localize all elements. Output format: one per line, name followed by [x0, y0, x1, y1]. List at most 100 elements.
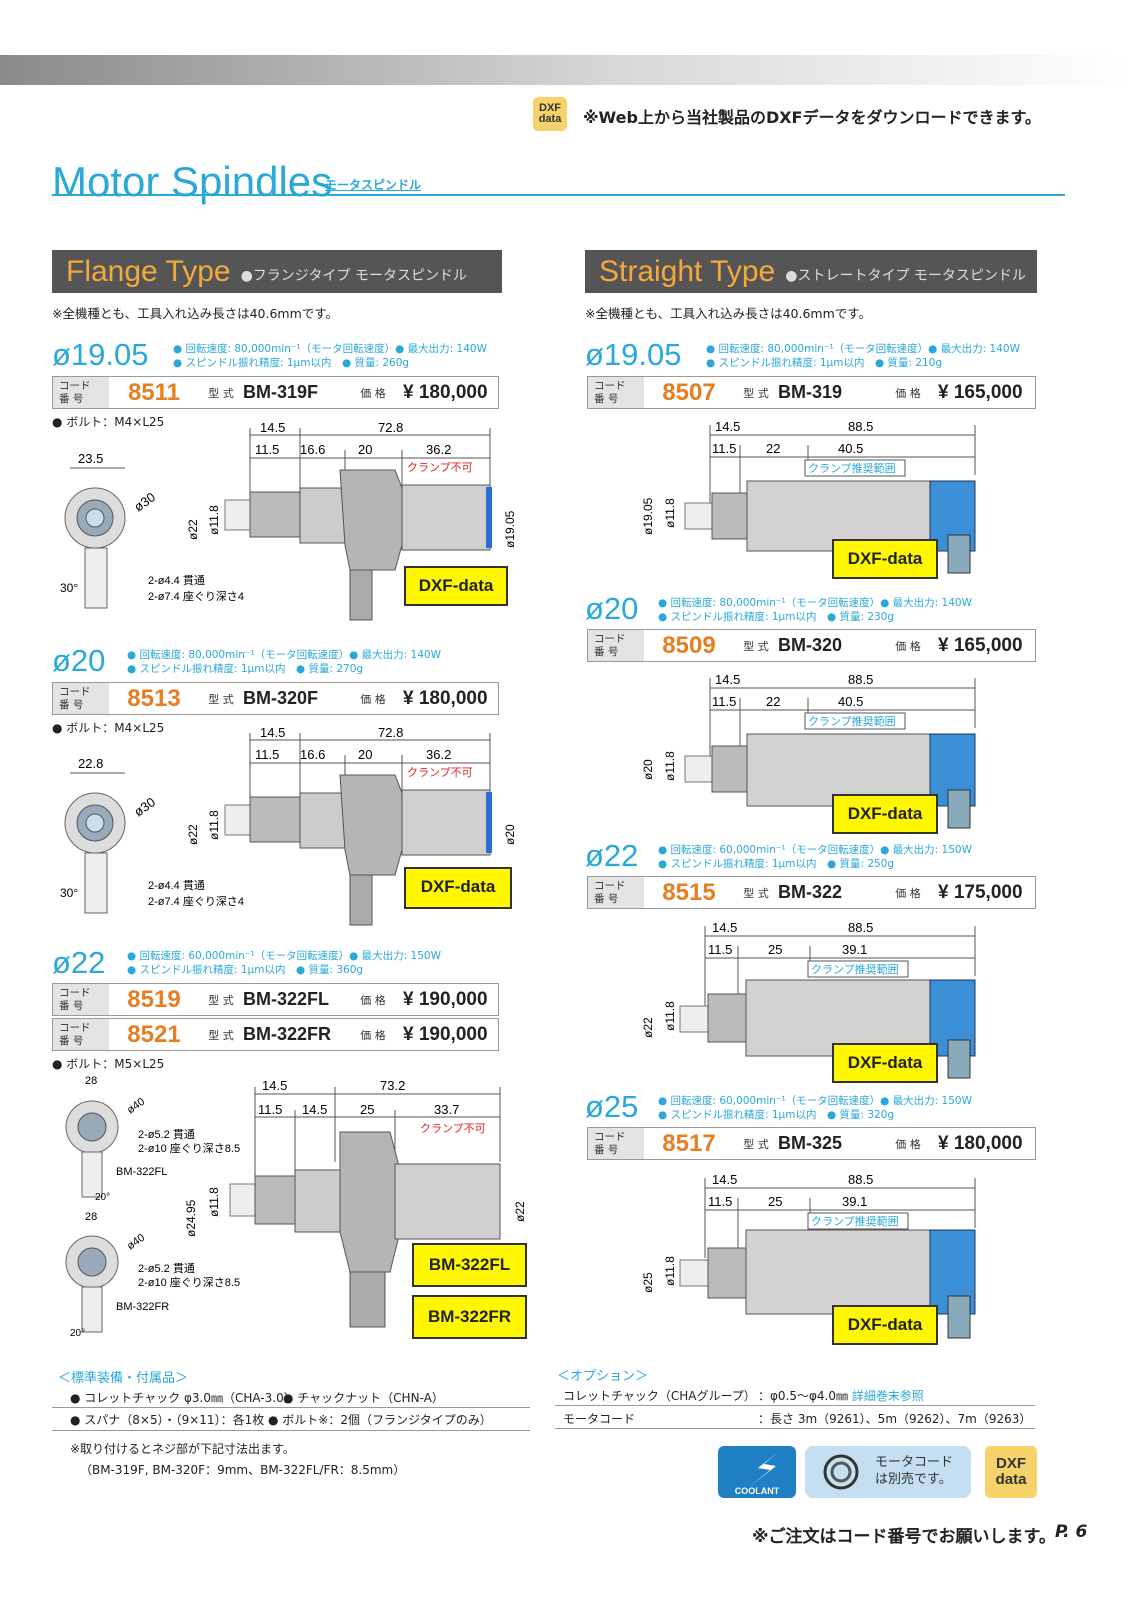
- option-key: モータコード: [563, 1412, 636, 1426]
- dim-b: 11.5: [255, 747, 279, 762]
- dim-c: 22: [766, 694, 780, 709]
- product-model: BM-325: [778, 1133, 843, 1153]
- dim-left-2: 28: [85, 1211, 97, 1223]
- dim-b: 11.5: [258, 1102, 282, 1117]
- option-key: コレットチャック（CHAグループ）: [563, 1389, 756, 1403]
- price-label: 価 格: [895, 1137, 921, 1151]
- dim-total: 88.5: [848, 419, 873, 434]
- product-diameter: ø19.05: [52, 337, 149, 372]
- product-row-8513: コード番 号 8513 型 式 BM-320F 価 格 ¥ 180,000: [52, 682, 499, 715]
- motor-cord-icon: モータコードは別売です。: [805, 1446, 971, 1498]
- accessory-note: （BM-319F, BM-320F：9mm、BM-322FL/FR：8.5mm）: [80, 1463, 406, 1477]
- dxf-data-button[interactable]: DXF-data: [404, 566, 508, 606]
- dim-bore: ø11.8: [663, 1256, 677, 1286]
- option-value: ：長さ 3m（9261）、5m（9262）、7m（9263）: [758, 1412, 1032, 1426]
- dxf-data-button[interactable]: DXF-data: [832, 539, 938, 579]
- product-price: ¥ 165,000: [938, 634, 1023, 656]
- model-label: 型 式: [208, 386, 234, 400]
- price-label: 価 格: [360, 692, 386, 706]
- dxf-data-button[interactable]: DXF-data: [404, 867, 512, 909]
- product-model: BM-322FR: [243, 1024, 332, 1044]
- dim-c: 25: [768, 1194, 782, 1209]
- cord-note: モータコードは別売です。: [875, 1455, 954, 1487]
- code-label: コード番 号: [53, 377, 109, 408]
- product-price: ¥ 165,000: [938, 381, 1023, 403]
- product-code: 8521: [127, 1020, 181, 1048]
- dim-left: 23.5: [78, 451, 103, 466]
- options-heading: ＜オプション＞: [557, 1369, 649, 1384]
- dim-phi: ø30: [131, 794, 158, 819]
- details-link[interactable]: 詳細巻末参照: [851, 1389, 924, 1403]
- dim-c: 16.6: [300, 442, 325, 457]
- coolant-label: COOLANT: [735, 1486, 780, 1496]
- divider: [555, 1428, 1035, 1429]
- top-gradient-bar: [0, 55, 1130, 85]
- price-label: 価 格: [360, 993, 386, 1007]
- dim-body: ø22: [641, 1017, 655, 1038]
- product-code: 8509: [662, 631, 716, 659]
- product-row-8521: コード番 号 8521 型 式 BM-322FR 価 格 ¥ 190,000: [52, 1018, 499, 1051]
- product-spec: ● 回転速度: 60,000min⁻¹（モータ回転速度）● 最大出力: 150W…: [658, 844, 972, 870]
- bm-322fr-button[interactable]: BM-322FR: [412, 1295, 527, 1339]
- dim-bore: ø11.8: [207, 810, 221, 840]
- product-diameter: ø20: [52, 643, 106, 678]
- accessory-note: ※取り付けるとネジ部が下記寸法出ます。: [70, 1442, 295, 1456]
- dim-c: 22: [766, 441, 780, 456]
- product-model: BM-319: [778, 382, 843, 402]
- dim-left: 28: [85, 1075, 97, 1087]
- dim-body: ø20: [641, 759, 655, 780]
- code-label: コード番 号: [53, 683, 109, 714]
- price-label: 価 格: [895, 639, 921, 653]
- model-label: 型 式: [743, 386, 769, 400]
- straight-heading-en: Straight Type: [599, 254, 776, 288]
- clamp-range: クランプ推奨範囲: [811, 962, 899, 976]
- flange-heading-jp: ●フランジタイプ モータスピンドル: [240, 267, 467, 284]
- dim-e: 36.2: [426, 747, 451, 762]
- product-spec: ● 回転速度: 60,000min⁻¹（モータ回転速度）● 最大出力: 150W…: [127, 950, 441, 976]
- product-spec: ● 回転速度: 80,000min⁻¹（モータ回転速度）● 最大出力: 140W…: [658, 597, 972, 623]
- accessory-item: ● スパナ（8×5）・（9×11）：各1枚: [70, 1413, 265, 1427]
- dxf-notice: ※Web上から当社製品のDXFデータをダウンロードできます。: [583, 108, 1041, 127]
- dim-body: ø24.95: [184, 1199, 198, 1237]
- dim-bore: ø11.8: [207, 505, 221, 535]
- product-row-8509: コード番 号 8509 型 式 BM-320 価 格 ¥ 165,000: [587, 629, 1036, 662]
- clamp-note: クランプ不可: [420, 1122, 486, 1135]
- dim-bore: ø11.8: [663, 751, 677, 781]
- dxf-data-button[interactable]: DXF-data: [832, 1043, 938, 1083]
- model-label: 型 式: [208, 692, 234, 706]
- dim-angle: 30°: [60, 886, 78, 900]
- clamp-range: クランプ推奨範囲: [811, 1214, 899, 1228]
- dim-b: 11.5: [712, 441, 736, 456]
- dim-d: 25: [360, 1102, 374, 1117]
- straight-drawing-4: 14.5 88.5 11.5 25 39.1 クランプ推奨範囲 ø25 ø11.…: [641, 1172, 976, 1339]
- dim-a: 14.5: [712, 1172, 737, 1187]
- dxf-data-button[interactable]: DXF-data: [832, 1305, 938, 1345]
- flange-heading-en: Flange Type: [66, 254, 231, 288]
- dxf-data-button[interactable]: DXF-data: [832, 794, 938, 834]
- dim-a: 14.5: [260, 420, 285, 435]
- bm-322fl-button[interactable]: BM-322FL: [412, 1243, 527, 1287]
- dim-a: 14.5: [712, 920, 737, 935]
- dim-e: 33.7: [434, 1102, 459, 1117]
- price-label: 価 格: [360, 1028, 386, 1042]
- clamp-note: クランプ不可: [407, 766, 473, 779]
- dxf-badge-bottom: data: [538, 113, 562, 125]
- hole-note-2: 2-ø7.4 座ぐり深さ4: [148, 589, 244, 603]
- accessory-item: ● ボルト※：2個（フランジタイプのみ）: [268, 1413, 492, 1427]
- model-label: 型 式: [743, 886, 769, 900]
- straight-heading-jp: ●ストレートタイプ モータスピンドル: [785, 267, 1026, 284]
- dim-d: 39.1: [842, 1194, 867, 1209]
- dim-d: 20: [358, 747, 372, 762]
- hole-note-1: 2-ø4.4 貫通: [148, 574, 205, 587]
- dim-left: 22.8: [78, 756, 103, 771]
- page-title: Motor Spindles: [52, 158, 333, 205]
- divider: [555, 1405, 1035, 1406]
- code-label: コード番 号: [588, 630, 644, 661]
- product-model: BM-320F: [243, 688, 319, 708]
- product-row-8519: コード番 号 8519 型 式 BM-322FL 価 格 ¥ 190,000: [52, 983, 499, 1016]
- dim-c: 16.6: [300, 747, 325, 762]
- product-price: ¥ 180,000: [938, 1132, 1023, 1154]
- dim-right: ø20: [503, 824, 517, 845]
- product-spec: ● 回転速度: 60,000min⁻¹（モータ回転速度）● 最大出力: 150W…: [658, 1095, 972, 1121]
